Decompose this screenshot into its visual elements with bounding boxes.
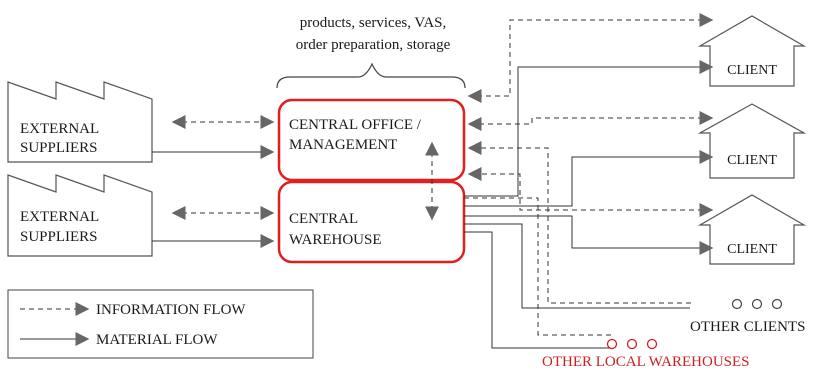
material-flow-client-3 [464, 215, 714, 255]
client-label: CLIENT [727, 63, 777, 78]
material-flow-client-2 [464, 150, 714, 207]
other-warehouse-dot [646, 338, 658, 350]
annotation: products, services, VAS, order preparati… [276, 15, 466, 89]
info-flow-other-clients [467, 141, 691, 304]
house-icon [697, 194, 807, 265]
house-icon [697, 103, 807, 179]
other-clients: OTHER CLIENTS [690, 298, 805, 335]
material-flow-client-1 [464, 60, 714, 197]
other-warehouse-dot [626, 338, 638, 350]
factory-icon [7, 81, 153, 163]
client-2: CLIENT [697, 103, 807, 179]
central-office-line-2: MANAGEMENT [289, 137, 397, 153]
supplier-label-line-1: EXTERNAL [20, 121, 99, 137]
curly-brace [276, 62, 466, 89]
other-warehouses-label: OTHER LOCAL WAREHOUSES [542, 354, 750, 370]
client-label: CLIENT [727, 242, 777, 257]
factory-icon [7, 174, 153, 257]
central-office-line-1: CENTRAL OFFICE / [289, 117, 422, 133]
other-warehouse-dot [606, 338, 618, 350]
annotation-line-1: products, services, VAS, [300, 15, 447, 31]
external-suppliers-1: EXTERNAL SUPPLIERS [7, 81, 153, 163]
client-3: CLIENT [697, 194, 807, 265]
central-warehouse-line-1: CENTRAL [289, 211, 358, 227]
other-client-dot [771, 298, 783, 310]
supplier-label-line-1: EXTERNAL [20, 209, 99, 225]
client-label: CLIENT [727, 153, 777, 168]
legend-info-flow-label: INFORMATION FLOW [96, 302, 246, 318]
other-clients-label: OTHER CLIENTS [690, 319, 805, 335]
legend-material-flow-label: MATERIAL FLOW [96, 332, 218, 348]
info-flow-client-2 [467, 111, 714, 131]
supplier-label-line-2: SUPPLIERS [20, 140, 98, 156]
external-suppliers-2: EXTERNAL SUPPLIERS [7, 174, 153, 257]
info-flow-other-warehouses [464, 197, 611, 336]
other-client-dot [751, 298, 763, 310]
info-flow-client-3 [467, 167, 714, 217]
legend-box [7, 289, 314, 359]
legend: INFORMATION FLOW MATERIAL FLOW [7, 289, 314, 359]
other-client-dot [731, 298, 743, 310]
other-local-warehouses: OTHER LOCAL WAREHOUSES [542, 338, 750, 370]
central-office: CENTRAL OFFICE / MANAGEMENT [277, 98, 466, 182]
annotation-line-2: order preparation, storage [296, 37, 451, 53]
central-warehouse: CENTRAL WAREHOUSE [277, 180, 466, 264]
client-1: CLIENT [697, 15, 807, 87]
supplier-label-line-2: SUPPLIERS [20, 229, 98, 245]
material-flow-other-warehouses [464, 231, 612, 349]
material-flow-other-clients [464, 223, 690, 309]
central-warehouse-line-2: WAREHOUSE [289, 232, 382, 248]
info-flow-client-1 [467, 13, 714, 103]
